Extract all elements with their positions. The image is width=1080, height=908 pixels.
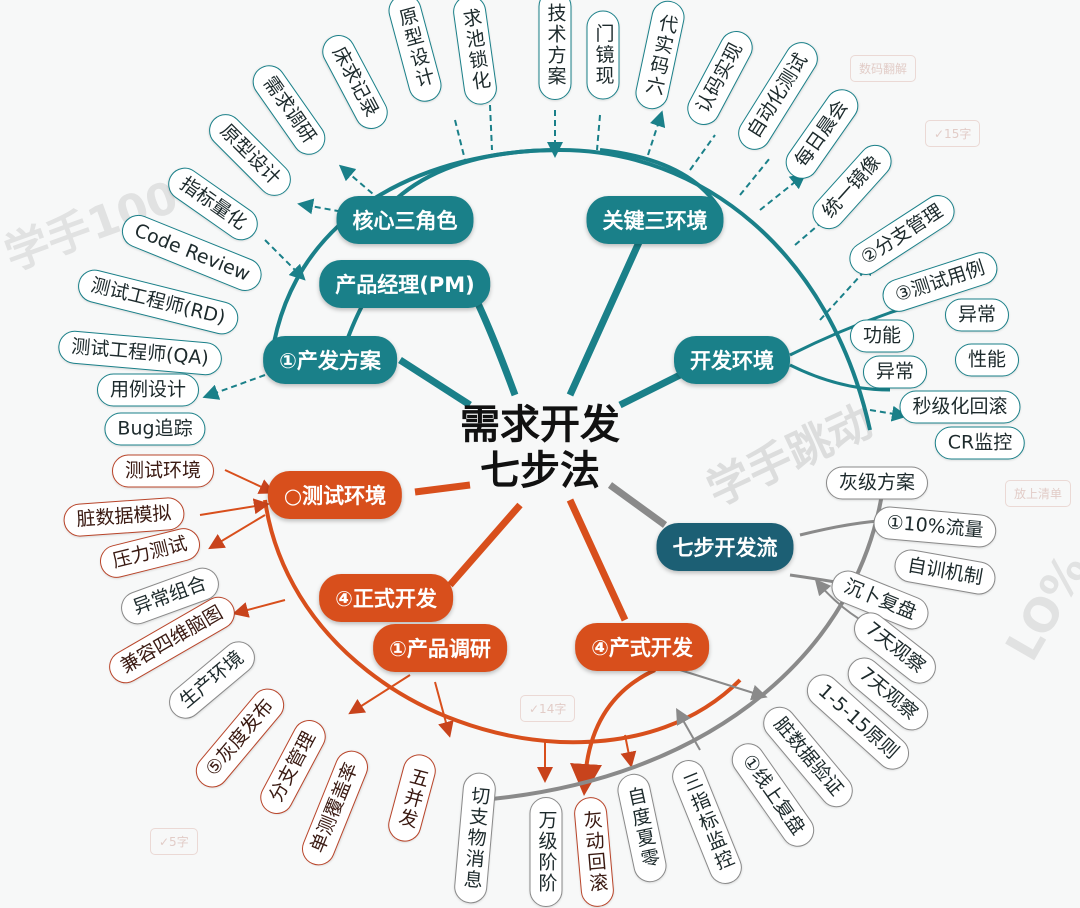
leaf-node[interactable]: 测试环境	[111, 454, 215, 488]
leaf-node[interactable]: 用例设计	[96, 373, 200, 407]
node-product-manager[interactable]: 产品经理(PM)	[319, 260, 491, 308]
leaf-node[interactable]: 功能	[849, 319, 915, 353]
node-product-plan[interactable]: ①产发方案	[263, 336, 397, 384]
leaf-node[interactable]: 技术方案	[538, 0, 572, 100]
leaf-node[interactable]: 秒级化回滚	[899, 390, 1021, 424]
leaf-node[interactable]: 异常	[944, 298, 1010, 332]
leaf-node[interactable]: Bug追踪	[104, 412, 206, 446]
leaf-node[interactable]: 万级阶阶	[529, 797, 563, 907]
node-key-environments[interactable]: 关键三环境	[586, 196, 724, 244]
node-product-research[interactable]: ①产品调研	[373, 624, 507, 672]
watermark-tag: ✓14字	[520, 695, 576, 722]
leaf-node[interactable]: 灰级方案	[825, 466, 929, 500]
node-formal-development[interactable]: ④正式开发	[319, 574, 453, 622]
central-topic-line1: 需求开发	[460, 402, 620, 448]
central-topic: 需求开发 七步法	[460, 402, 620, 494]
watermark-tag: 放上清单	[1005, 480, 1072, 507]
leaf-node[interactable]: 门镜现	[586, 10, 620, 100]
node-seven-step-flow[interactable]: 七步开发流	[656, 523, 794, 571]
watermark-tag: ✓15字	[925, 120, 981, 147]
leaf-node[interactable]: 异常	[862, 355, 928, 389]
node-core-roles[interactable]: 核心三角色	[336, 196, 474, 244]
node-test-environment[interactable]: ○测试环境	[267, 471, 403, 519]
node-dev-environment[interactable]: 开发环境	[674, 336, 790, 384]
watermark-tag: ✓5字	[150, 828, 198, 855]
central-topic-line2: 七步法	[480, 448, 600, 494]
node-production-development[interactable]: ④产式开发	[575, 623, 709, 671]
leaf-node[interactable]: 性能	[954, 343, 1020, 377]
watermark-tag: 数码翻解	[850, 55, 917, 82]
leaf-node[interactable]: CR监控	[934, 426, 1026, 460]
